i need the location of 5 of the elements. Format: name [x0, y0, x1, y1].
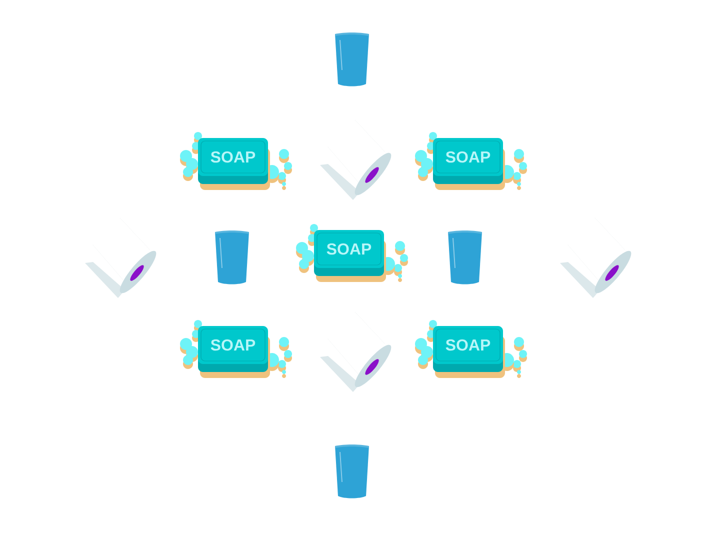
soap-label: SOAP: [446, 151, 490, 163]
soap-label: SOAP: [326, 243, 372, 255]
soap-label: SOAP: [210, 151, 256, 163]
soap-label: SOAP: [210, 339, 256, 351]
soap-label: SOAP: [446, 339, 490, 351]
